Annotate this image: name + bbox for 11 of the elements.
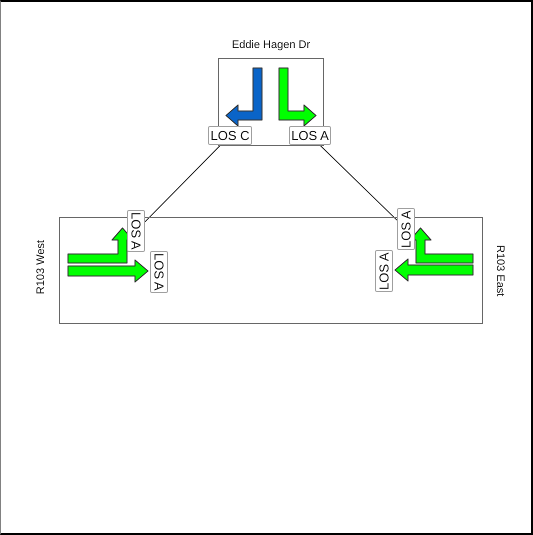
level-of-service-tag: LOS A xyxy=(397,208,415,250)
road-name: R103 East xyxy=(493,245,507,296)
level-of-service-tag: LOS A xyxy=(127,210,145,252)
road-name: Eddie Hagen Dr xyxy=(232,38,310,53)
level-of-service-tag: LOS A xyxy=(375,250,393,292)
level-of-service-tag: LOS A xyxy=(289,126,331,145)
connector-line xyxy=(319,144,398,221)
road-name: R103 West xyxy=(34,240,48,294)
level-of-service-tag: LOS A xyxy=(150,251,168,293)
level-of-service-tag: LOS C xyxy=(208,126,252,145)
connector-line xyxy=(144,144,222,222)
